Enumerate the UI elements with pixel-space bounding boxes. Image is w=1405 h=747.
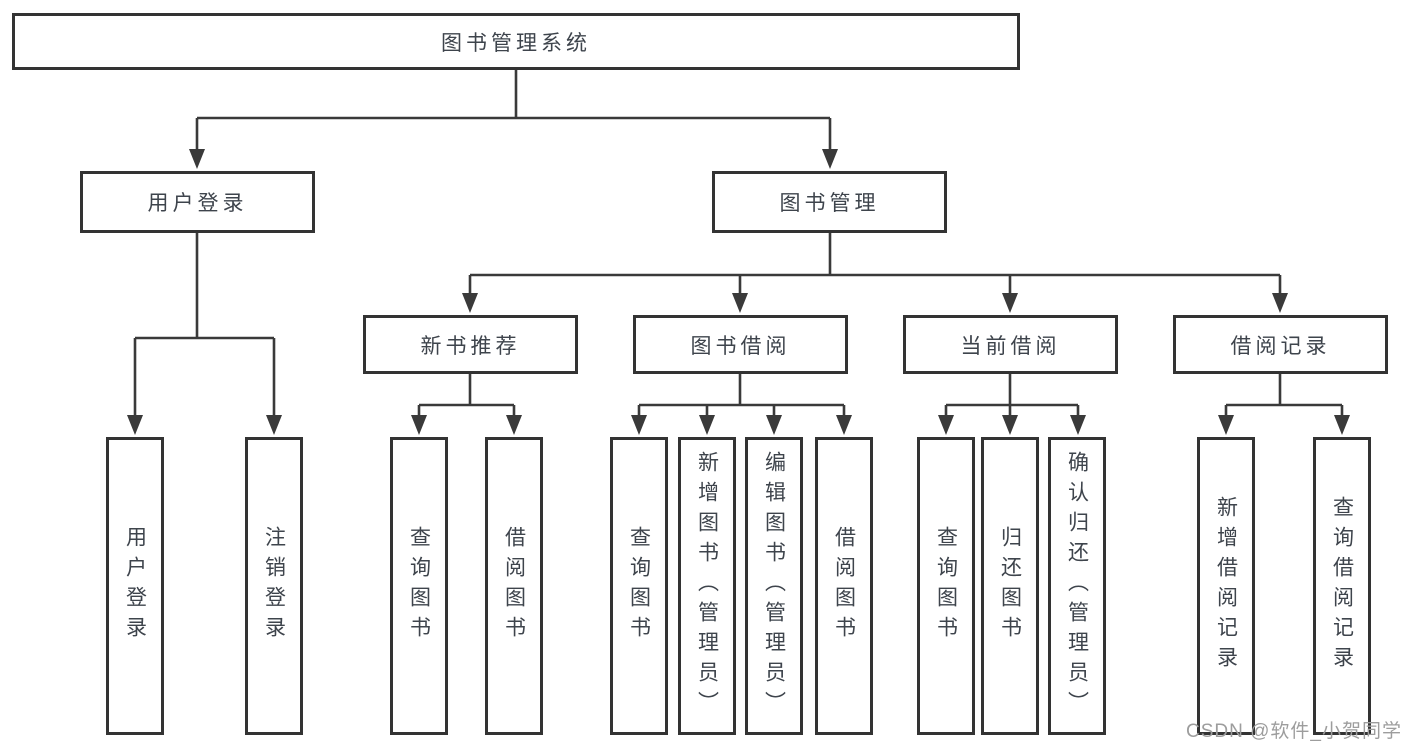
- leaf-query-borrow-record: 查询借阅记录: [1313, 437, 1371, 735]
- watermark-text: CSDN @软件_小贺同学: [1186, 721, 1402, 742]
- leaf-borrow-books: 借阅图书: [815, 437, 873, 735]
- leaf-query-books-borrow: 查询图书: [610, 437, 668, 735]
- leaf-query-books-recommend: 查询图书: [390, 437, 448, 735]
- node-book-borrow: 图书借阅: [633, 315, 848, 374]
- node-borrow-records: 借阅记录: [1173, 315, 1388, 374]
- leaf-add-book-admin: 新增图书（管理员）: [678, 437, 736, 735]
- leaf-edit-book-admin: 编辑图书（管理员）: [745, 437, 803, 735]
- node-library-management-system: 图书管理系统: [12, 13, 1020, 70]
- leaf-query-books-current: 查询图书: [917, 437, 975, 735]
- node-new-book-recommend: 新书推荐: [363, 315, 578, 374]
- leaf-logout: 注销登录: [245, 437, 303, 735]
- node-book-management: 图书管理: [712, 171, 947, 233]
- leaf-return-book: 归还图书: [981, 437, 1039, 735]
- leaf-user-login: 用户登录: [106, 437, 164, 735]
- node-current-borrow: 当前借阅: [903, 315, 1118, 374]
- node-user-login: 用户登录: [80, 171, 315, 233]
- leaf-borrow-books-recommend: 借阅图书: [485, 437, 543, 735]
- leaf-confirm-return-admin: 确认归还（管理员）: [1048, 437, 1106, 735]
- arrowheads: [127, 149, 1350, 435]
- leaf-add-borrow-record: 新增借阅记录: [1197, 437, 1255, 735]
